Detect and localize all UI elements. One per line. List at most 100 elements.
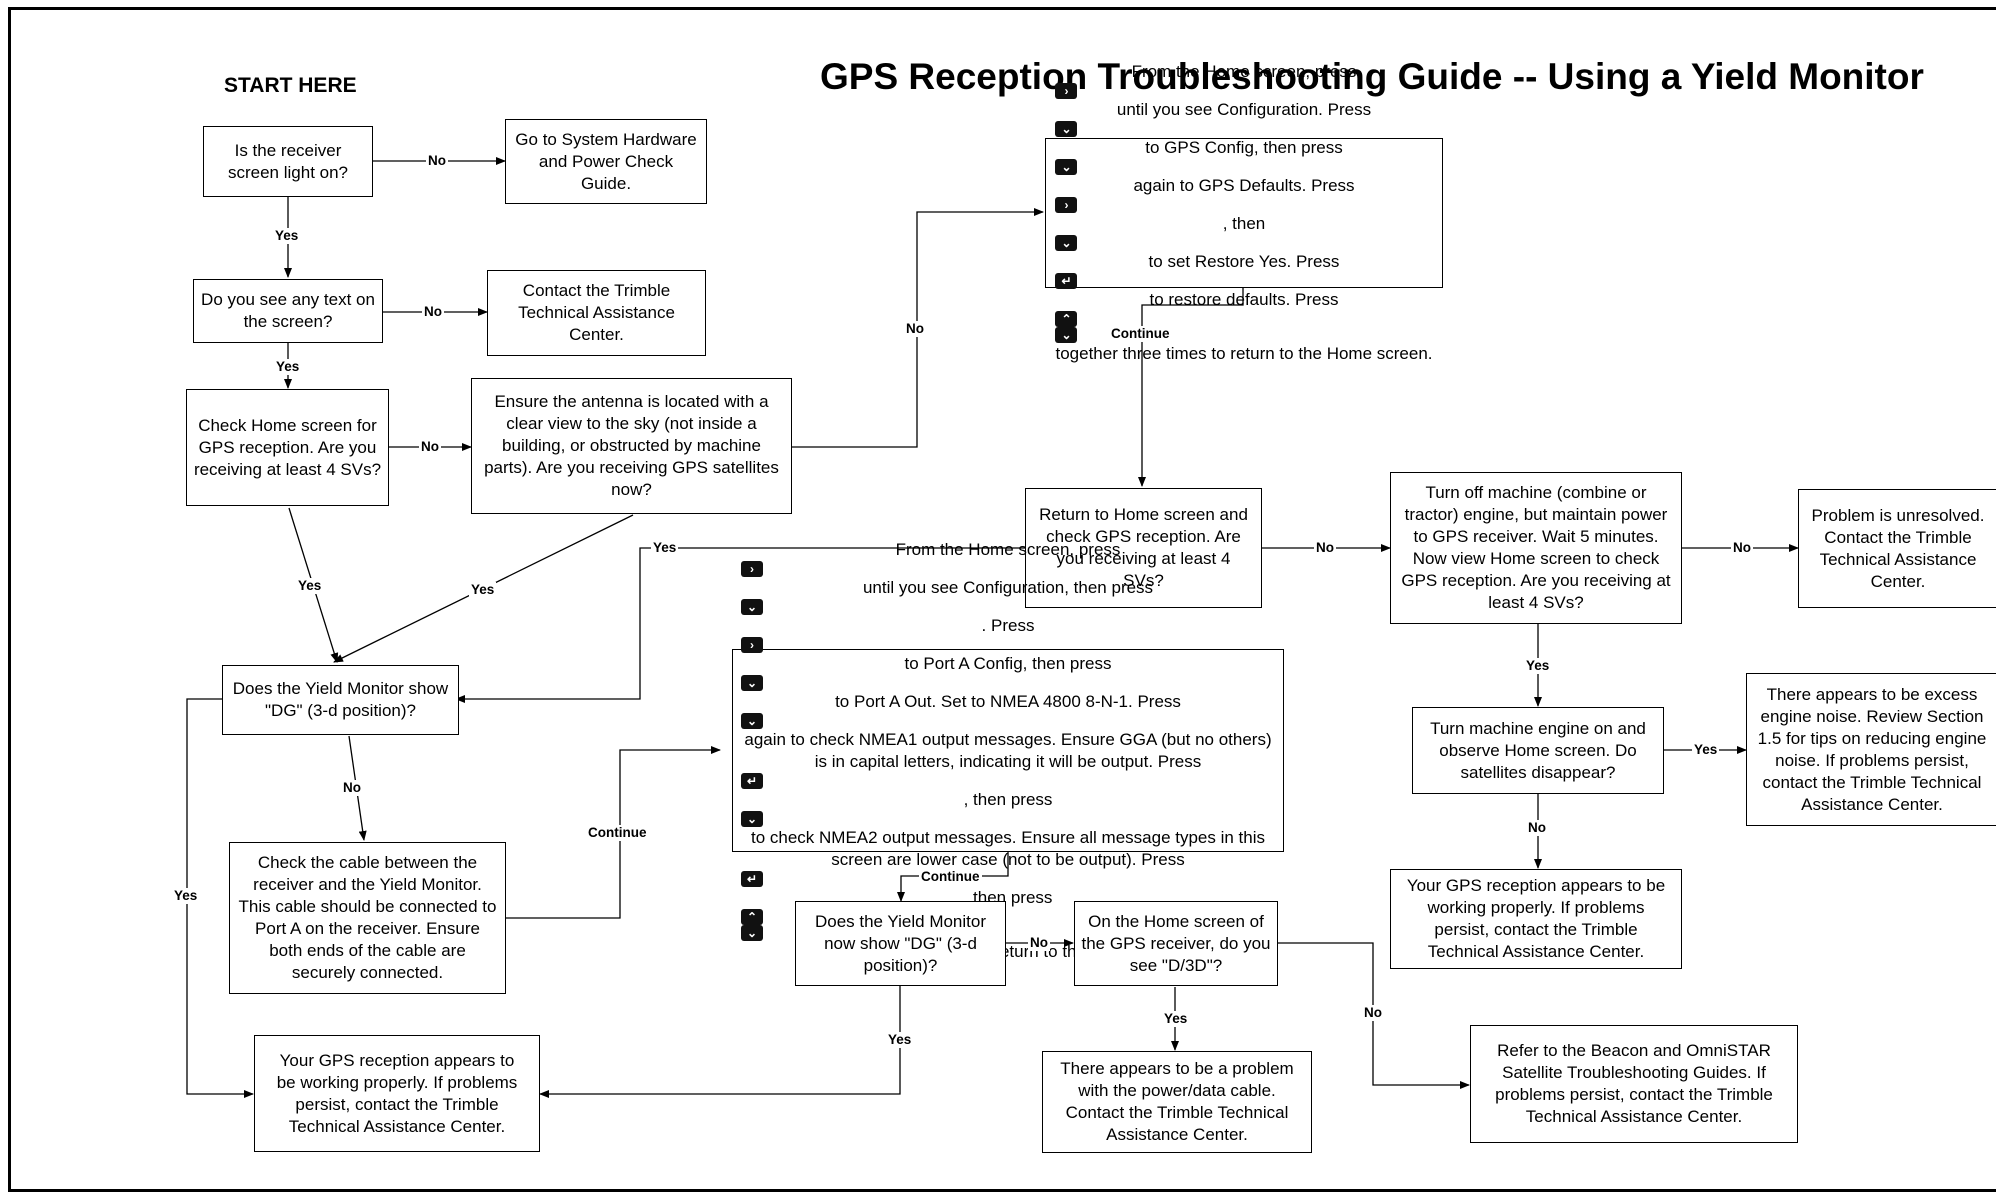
edge-label-yes: Yes — [1524, 658, 1552, 674]
box-contact-trimble: Contact the Trimble Technical Assistance… — [487, 270, 706, 356]
down-arrow-key-icon: ⌄ — [741, 924, 763, 941]
diagram-title: GPS Reception Troubleshooting Guide -- U… — [820, 56, 1924, 97]
edge-label-no: No — [904, 321, 926, 337]
edge-label-yes: Yes — [1162, 1011, 1190, 1027]
down-arrow-key-icon: ⌄ — [741, 810, 763, 827]
box-text: Check Home screen for GPS reception. Are… — [193, 415, 382, 479]
text-seg: to GPS Config, then press — [1145, 138, 1343, 157]
start-here-label: START HERE — [224, 74, 357, 97]
down-arrow-key-icon: ⌄ — [1055, 327, 1078, 343]
box-yield-monitor-dg-question: Does the Yield Monitor show "DG" (3-d po… — [222, 665, 459, 735]
edge-label-continue: Continue — [1109, 326, 1172, 342]
box-port-a-config: From the Home screen, press › until you … — [732, 540, 1284, 961]
down-arrow-key-icon: ⌄ — [1055, 121, 1078, 137]
down-arrow-key-icon: ⌄ — [1055, 235, 1078, 251]
edge-label-no: No — [1731, 540, 1753, 556]
box-d3d-question: On the Home screen of the GPS receiver, … — [1074, 901, 1278, 986]
box-text: There appears to be excess engine noise.… — [1757, 684, 1987, 814]
edge-restore-continue — [1138, 288, 1244, 487]
text-seg: again to GPS Defaults. Press — [1133, 176, 1355, 195]
box-text: Return to Home screen and check GPS rece… — [1039, 505, 1248, 590]
text-seg: . Press — [981, 615, 1035, 635]
edge-label-yes: Yes — [469, 582, 497, 598]
text-seg: to restore defaults. Press — [1149, 290, 1339, 309]
box-text: From the Home screen, press › until you … — [741, 539, 1275, 963]
box-text: From the Home screen, press › until you … — [1055, 61, 1433, 365]
text-seg: to Port A Out. Set to NMEA 4800 8-N-1. P… — [835, 691, 1181, 711]
edge-label-no: No — [422, 304, 444, 320]
down-arrow-key-icon: ⌄ — [741, 598, 763, 615]
box-power-data-cable-problem: There appears to be a problem with the p… — [1042, 1051, 1312, 1153]
box-text: Your GPS reception appears to be working… — [276, 1050, 518, 1136]
edge-label-no: No — [1362, 1005, 1384, 1021]
text-seg: From the Home screen, press — [1131, 62, 1357, 81]
box-text: Turn off machine (combine or tractor) en… — [1401, 483, 1671, 612]
box-text: Check the cable between the receiver and… — [238, 853, 497, 982]
right-arrow-key-icon: › — [1055, 197, 1078, 213]
enter-key-icon: ↵ — [741, 772, 763, 789]
text-seg: together three times to return to the Ho… — [1055, 344, 1433, 363]
edge-label-yes: Yes — [296, 578, 324, 594]
box-text: Go to System Hardware and Power Check Gu… — [515, 129, 697, 193]
box-working-properly-right: Your GPS reception appears to be working… — [1390, 869, 1682, 969]
edge-label-yes: Yes — [172, 888, 200, 904]
right-arrow-key-icon: › — [741, 560, 763, 577]
edge-label-no: No — [419, 439, 441, 455]
box-receiver-light-question: Is the receiver screen light on? — [203, 126, 373, 197]
box-text: There appears to be a problem with the p… — [1060, 1059, 1294, 1144]
text-seg: again to check NMEA1 output messages. En… — [744, 729, 1272, 771]
text-seg: to Port A Config, then press — [904, 653, 1112, 673]
edge-label-no: No — [426, 153, 448, 169]
text-seg: From the Home screen, press — [895, 539, 1121, 559]
box-text: Contact the Trimble Technical Assistance… — [518, 281, 675, 344]
box-engine-on-question: Turn machine engine on and observe Home … — [1412, 707, 1664, 794]
edge-label-no: No — [1028, 935, 1050, 951]
box-text: Problem is unresolved. Contact the Trimb… — [1811, 505, 1985, 591]
edge-dgnow-yes — [539, 986, 901, 1098]
edge-label-yes: Yes — [1692, 742, 1720, 758]
edge-label-yes: Yes — [886, 1032, 914, 1048]
edge-return-yes — [455, 547, 1025, 703]
box-restore-defaults: From the Home screen, press › until you … — [1045, 62, 1443, 363]
box-turn-off-engine-question: Turn off machine (combine or tractor) en… — [1390, 472, 1682, 624]
right-arrow-key-icon: › — [741, 636, 763, 653]
box-text: Do you see any text on the screen? — [201, 290, 375, 331]
text-seg: , then press — [963, 789, 1053, 809]
box-text-on-screen-question: Do you see any text on the screen? — [193, 279, 383, 343]
box-home-screen-question: Check Home screen for GPS reception. Are… — [186, 389, 389, 506]
edge-label-continue: Continue — [919, 869, 982, 885]
text-seg: until you see Configuration, then press — [862, 577, 1154, 597]
edge-label-no: No — [1526, 820, 1548, 836]
box-text: On the Home screen of the GPS receiver, … — [1081, 911, 1271, 975]
edge-label-yes: Yes — [274, 359, 302, 375]
box-text: Is the receiver screen light on? — [227, 140, 349, 182]
down-arrow-key-icon: ⌄ — [741, 674, 763, 691]
edge-label-yes: Yes — [651, 540, 679, 556]
box-problem-unresolved: Problem is unresolved. Contact the Trimb… — [1798, 489, 1996, 608]
box-working-properly-left: Your GPS reception appears to be working… — [254, 1035, 540, 1152]
box-text: Refer to the Beacon and OmniSTAR Satelli… — [1495, 1041, 1773, 1126]
enter-key-icon: ↵ — [741, 870, 763, 887]
edge-label-no: No — [1314, 540, 1336, 556]
box-go-to-hardware-guide: Go to System Hardware and Power Check Gu… — [505, 119, 707, 204]
box-excess-engine-noise: There appears to be excess engine noise.… — [1746, 673, 1996, 826]
box-text: Does the Yield Monitor show "DG" (3-d po… — [232, 679, 449, 720]
up-arrow-key-icon: ⌃ — [741, 908, 763, 925]
box-beacon-omnistar-guides: Refer to the Beacon and OmniSTAR Satelli… — [1470, 1025, 1798, 1143]
edge-label-no: No — [341, 780, 363, 796]
enter-key-icon: ↵ — [1055, 273, 1078, 289]
box-return-home-question: Return to Home screen and check GPS rece… — [1025, 488, 1262, 608]
diagram-frame — [8, 7, 1996, 1192]
edge-label-yes: Yes — [273, 228, 301, 244]
box-text: Does the Yield Monitor now show "DG" (3-… — [814, 911, 987, 975]
down-arrow-key-icon: ⌄ — [1055, 159, 1078, 175]
box-text: Ensure the antenna is located with a cle… — [484, 392, 779, 499]
up-arrow-key-icon: ⌃ — [1055, 311, 1078, 327]
right-arrow-key-icon: › — [1055, 83, 1078, 99]
text-seg: , then — [1222, 214, 1266, 233]
text-seg: until you see Configuration. Press — [1116, 100, 1372, 119]
edge-label-continue: Continue — [586, 825, 649, 841]
box-text: Turn machine engine on and observe Home … — [1430, 718, 1646, 782]
box-check-cable: Check the cable between the receiver and… — [229, 842, 506, 994]
box-antenna-check: Ensure the antenna is located with a cle… — [471, 378, 792, 514]
